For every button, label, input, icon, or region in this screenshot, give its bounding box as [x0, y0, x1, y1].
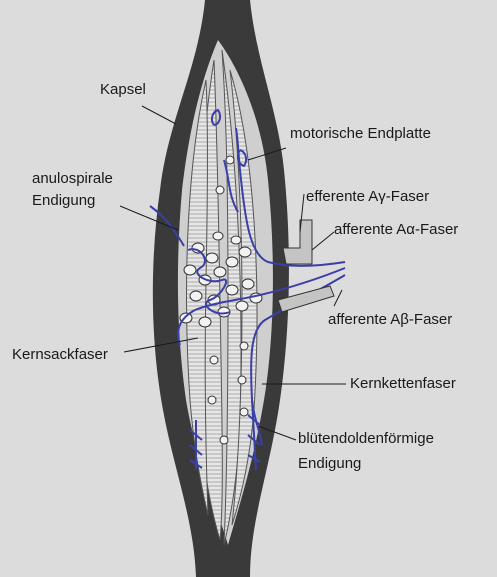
label-afferente-a-alpha: afferente Aα-Faser — [334, 221, 458, 239]
label-bluetendolden-line1: blütendoldenförmige — [298, 430, 434, 448]
label-kernkettenfaser: Kernkettenfaser — [350, 375, 456, 393]
label-efferente-a-gamma: efferente Aγ-Faser — [306, 188, 429, 206]
label-motorische-endplatte: motorische Endplatte — [290, 125, 431, 143]
label-bluetendolden-line2: Endigung — [298, 455, 361, 473]
label-anulospirale-line1: anulospirale — [32, 170, 113, 188]
label-kapsel: Kapsel — [100, 81, 146, 99]
label-kernsackfaser: Kernsackfaser — [12, 346, 108, 364]
label-anulospirale-line2: Endigung — [32, 192, 95, 210]
label-afferente-a-beta: afferente Aβ-Faser — [328, 311, 452, 329]
